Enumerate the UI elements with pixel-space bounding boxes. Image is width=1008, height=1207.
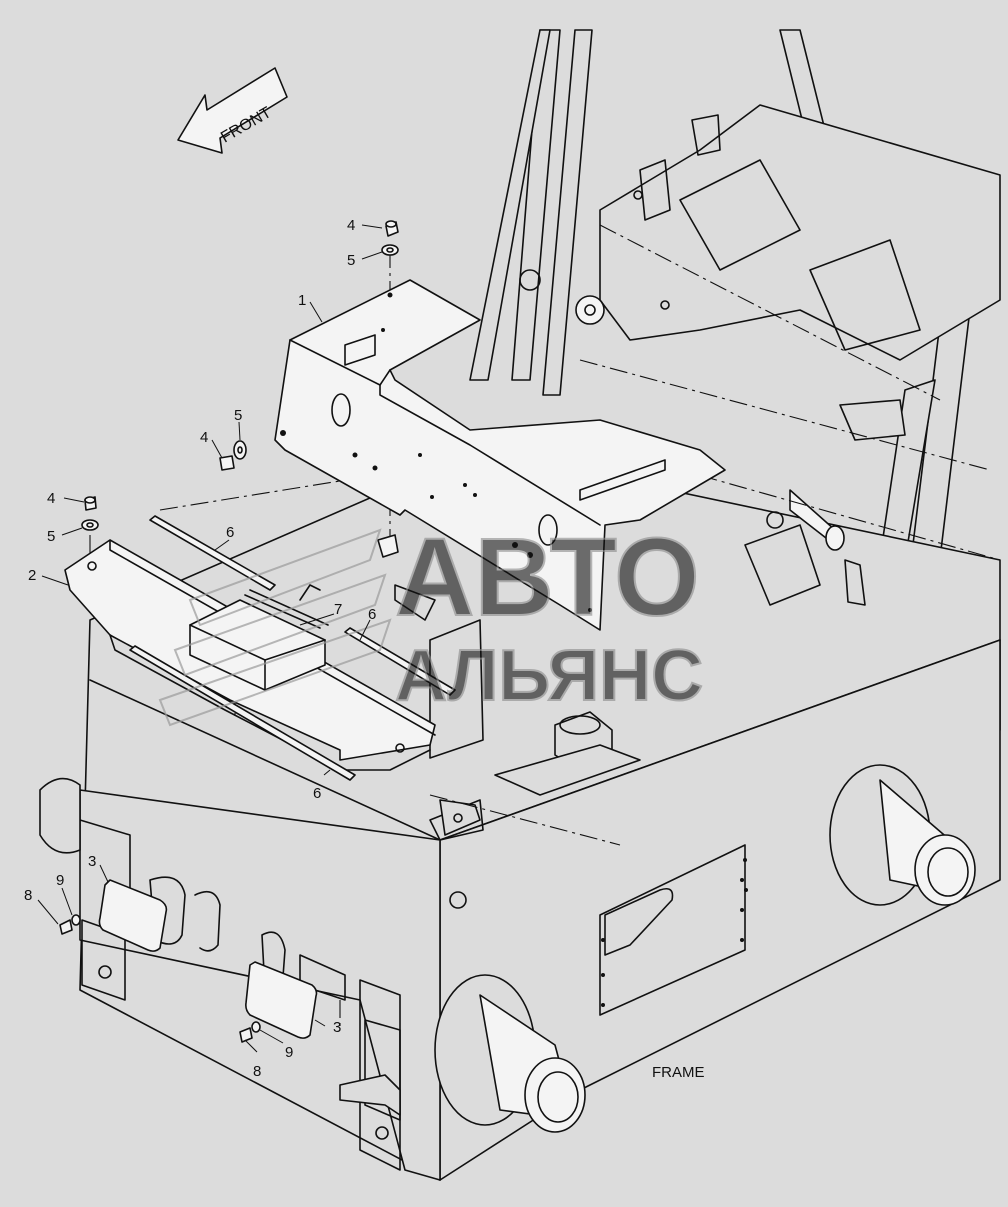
diagram-caption: FRAME (652, 1064, 705, 1081)
front-arrow: FRONT (177, 67, 288, 154)
part-6-strips (129, 515, 456, 781)
callout-2: 2 (28, 567, 36, 584)
axle-housing-right (829, 764, 976, 906)
watermark-line2: АЛЬЯНС (395, 636, 703, 716)
watermark-line1: АВТО (395, 516, 700, 639)
callout-5c: 5 (47, 528, 55, 545)
callout-6a: 6 (226, 524, 234, 541)
callout-4c: 4 (47, 490, 55, 507)
callout-6b: 6 (368, 606, 376, 623)
part-1-top-plate (274, 279, 726, 631)
callout-6c: 6 (313, 785, 321, 802)
part-3-cover-plate-left (98, 879, 168, 952)
leader-lines (37, 224, 383, 1053)
callout-5b: 5 (234, 407, 242, 424)
callout-numbers: 1 2 3 3 4 4 4 5 5 5 6 6 6 7 8 8 9 9 (24, 217, 376, 1080)
watermark-logo: АВТО АЛЬЯНС (158, 515, 704, 727)
callout-4a: 4 (347, 217, 355, 234)
callout-1: 1 (298, 292, 306, 309)
part-7-center-block (189, 584, 329, 691)
callout-8a: 8 (24, 887, 32, 904)
callout-4b: 4 (200, 429, 208, 446)
callout-9b: 9 (285, 1044, 293, 1061)
callout-8b: 8 (253, 1063, 261, 1080)
callout-7: 7 (334, 601, 342, 618)
part-3-cover-plate-right (245, 961, 318, 1039)
callout-3b: 3 (333, 1019, 341, 1036)
callout-3a: 3 (88, 853, 96, 870)
callout-9a: 9 (56, 872, 64, 889)
fasteners (59, 220, 399, 1043)
axle-housing-left (434, 974, 586, 1133)
callout-5a: 5 (347, 252, 355, 269)
